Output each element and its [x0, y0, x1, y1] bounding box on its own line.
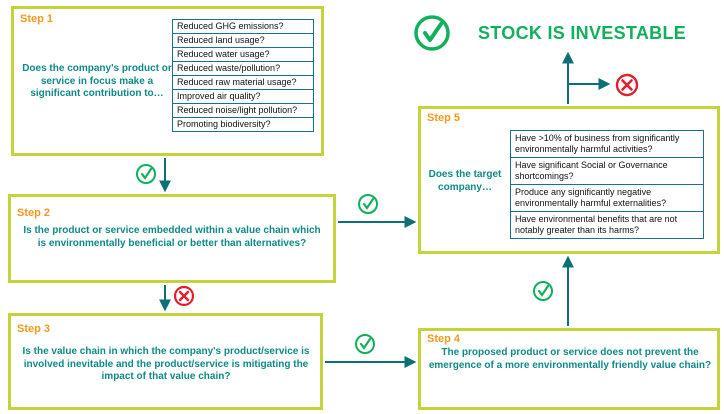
step-4-label: Step 4	[427, 333, 461, 345]
criterion-raw-material: Reduced raw material usage?	[172, 76, 314, 90]
step-1-box: Step 1 Does the company's product or ser…	[11, 6, 324, 156]
step-5-box: Step 5 Does the target company… Have >10…	[418, 106, 720, 254]
cross-icon	[615, 73, 639, 97]
step-2-question: Is the product or service embedded withi…	[23, 225, 321, 249]
step-2-box: Step 2 Is the product or service embedde…	[8, 194, 336, 283]
criterion-negative-externalities: Produce any significantly negative envir…	[510, 185, 704, 212]
criterion-water: Reduced water usage?	[172, 48, 314, 62]
criterion-ghg: Reduced GHG emissions?	[172, 19, 314, 34]
step-1-criteria: Reduced GHG emissions? Reduced land usag…	[172, 19, 314, 132]
investable-check-icon	[414, 15, 450, 51]
step-5-criteria: Have >10% of business from significantly…	[510, 130, 704, 239]
step-3-box: Step 3 Is the value chain in which the c…	[8, 313, 323, 410]
step-5-label: Step 5	[427, 112, 461, 124]
cross-icon	[173, 285, 195, 307]
check-icon	[533, 281, 553, 301]
step-3-label: Step 3	[17, 323, 51, 335]
step-3-question: Is the value chain in which the company'…	[22, 346, 310, 382]
criterion-noise: Reduced noise/light pollution?	[172, 104, 314, 118]
criterion-social-governance: Have significant Social or Governance sh…	[510, 158, 704, 185]
step-4-box: Step 4 The proposed product or service d…	[418, 328, 720, 410]
check-icon	[358, 194, 378, 214]
criterion-waste: Reduced waste/pollution?	[172, 62, 314, 76]
criterion-benefits-vs-harms: Have environmental benefits that are not…	[510, 212, 704, 239]
criterion-biodiversity: Promoting biodiversity?	[172, 118, 314, 132]
step-1-label: Step 1	[20, 13, 54, 25]
check-icon	[355, 334, 375, 354]
step-1-question: Does the company's product or service in…	[22, 63, 172, 99]
step-5-question: Does the target company…	[428, 169, 502, 193]
check-icon	[136, 164, 156, 184]
step-2-label: Step 2	[17, 207, 51, 219]
criterion-land: Reduced land usage?	[172, 34, 314, 48]
result-title: STOCK IS INVESTABLE	[478, 23, 687, 43]
step-4-question: The proposed product or service does not…	[428, 347, 712, 371]
criterion-harmful-activities: Have >10% of business from significantly…	[510, 130, 704, 158]
criterion-air: Improved air quality?	[172, 90, 314, 104]
